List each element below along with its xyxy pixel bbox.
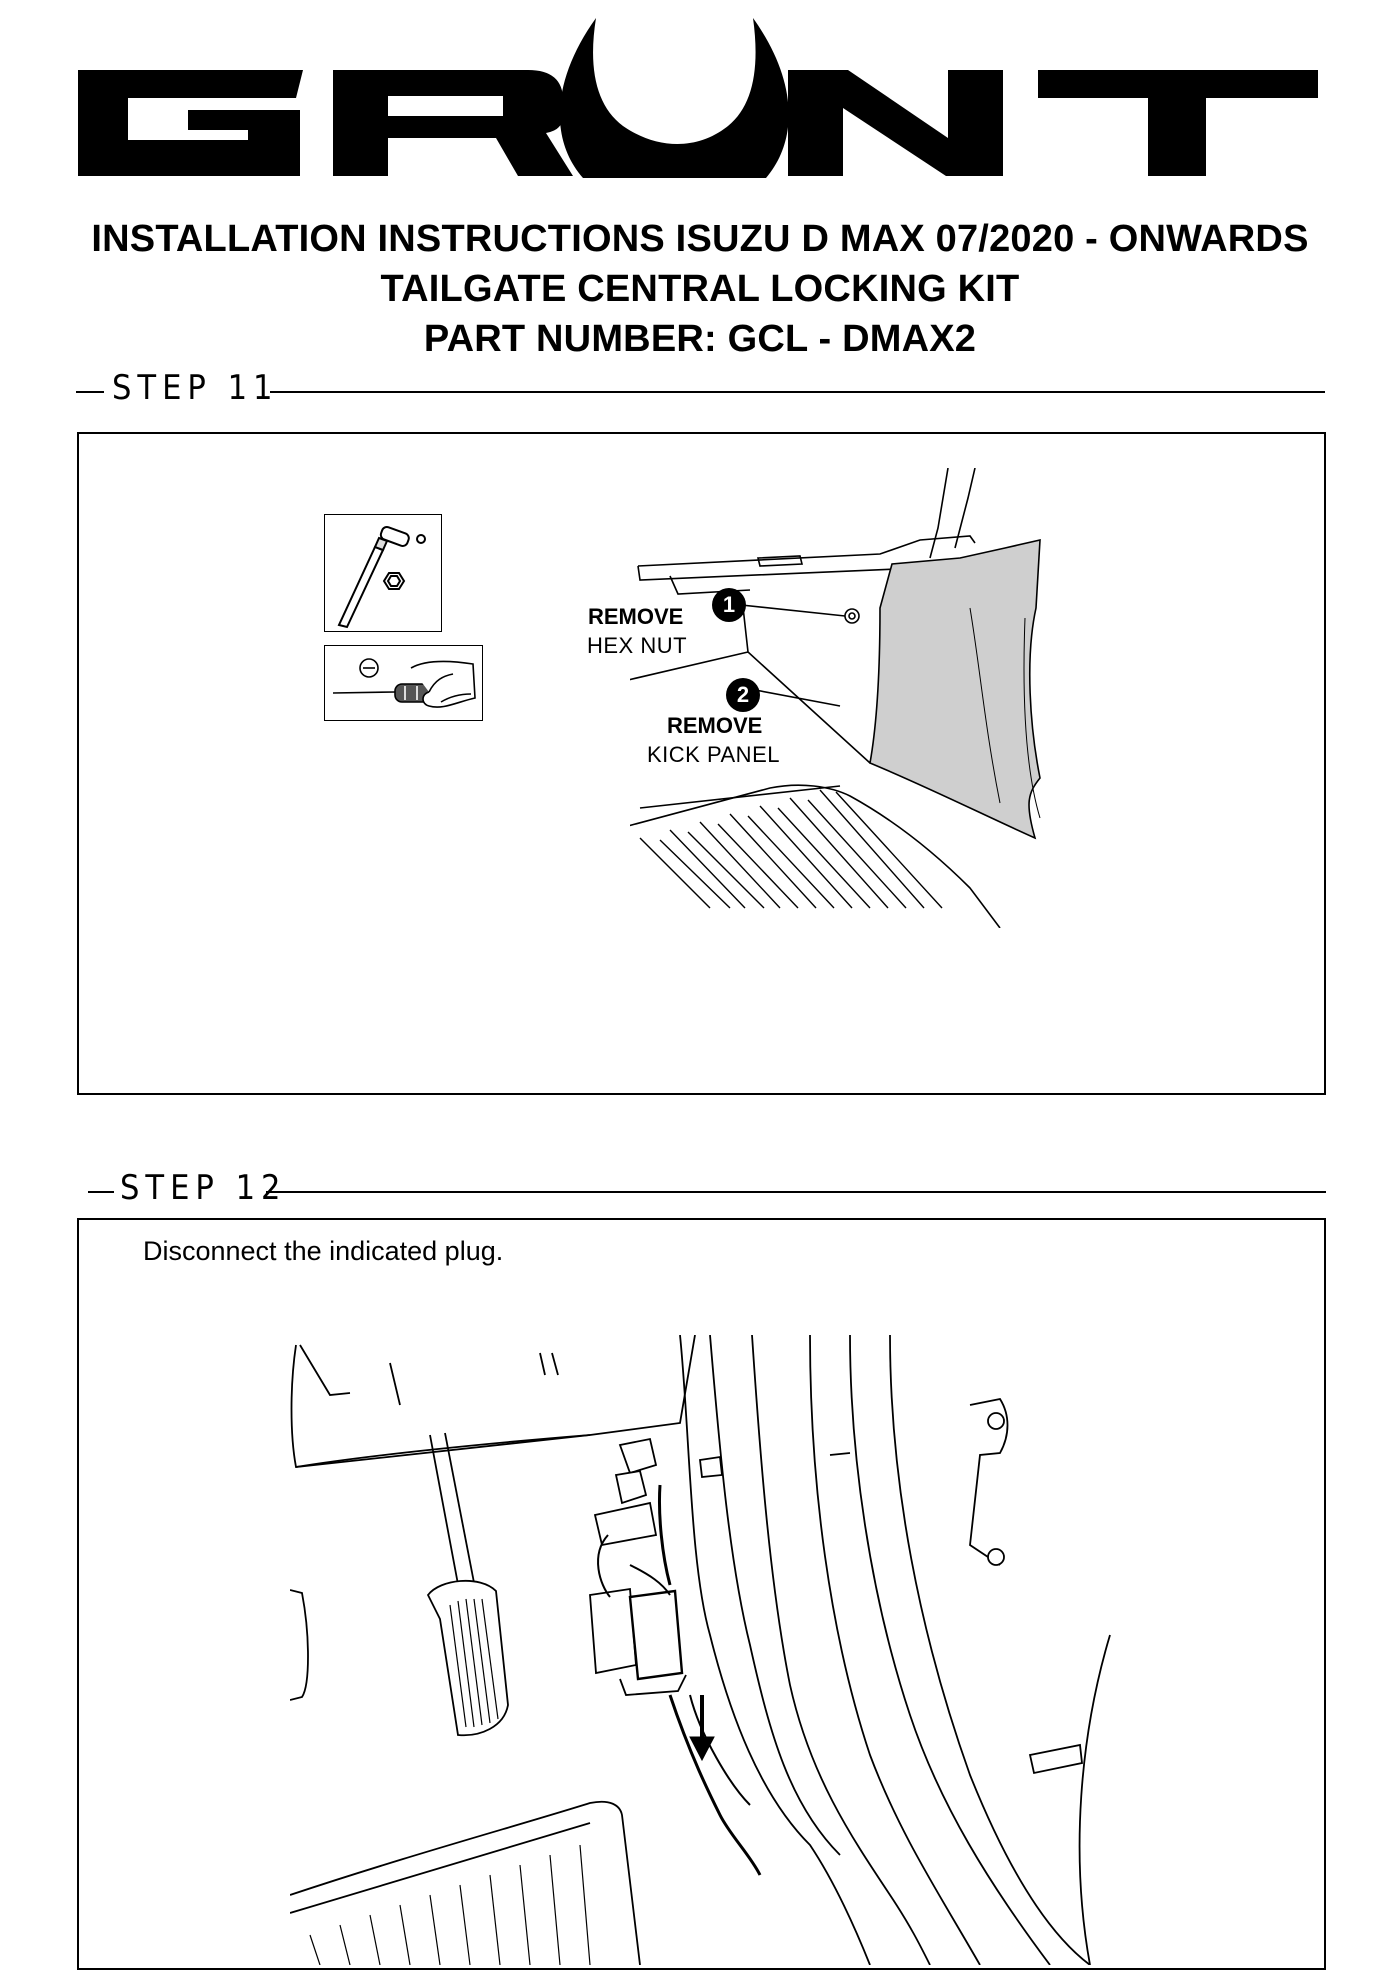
callout-2-action: REMOVE — [667, 713, 763, 738]
document-title: INSTALLATION INSTRUCTIONS ISUZU D MAX 07… — [91, 218, 1309, 260]
callout-1-badge: 1 — [712, 588, 746, 622]
tool-screwdriver-box — [324, 645, 483, 721]
kit-name: TAILGATE CENTRAL LOCKING KIT — [380, 268, 1020, 310]
step-11-heading: STEP 11 — [106, 368, 287, 408]
step-11-panel — [77, 432, 1326, 1095]
part-number: PART NUMBER: GCL - DMAX2 — [423, 318, 977, 360]
step-12-rule — [266, 1191, 1326, 1193]
step-11-rule — [270, 391, 1325, 393]
callout-2-badge: 2 — [726, 678, 760, 712]
step-12-instruction: Disconnect the indicated plug. — [143, 1236, 504, 1266]
step-heading-dash — [88, 1191, 116, 1193]
callout-2-target: KICK PANEL — [647, 742, 780, 767]
footwell-plug-illustration — [290, 1335, 1111, 1965]
callout-1-target: HEX NUT — [587, 633, 688, 658]
step-12-panel — [77, 1218, 1326, 1970]
kick-panel-illustration — [630, 468, 1041, 928]
grunt-logo — [78, 18, 1318, 178]
tool-ratchet-box — [324, 514, 442, 632]
ratchet-and-socket-icon — [337, 525, 426, 629]
step-12-heading: STEP 12 — [114, 1168, 295, 1208]
callout-1-action: REMOVE — [588, 604, 684, 629]
flat-screwdriver-icon — [332, 658, 476, 708]
step-heading-dash — [76, 391, 104, 393]
